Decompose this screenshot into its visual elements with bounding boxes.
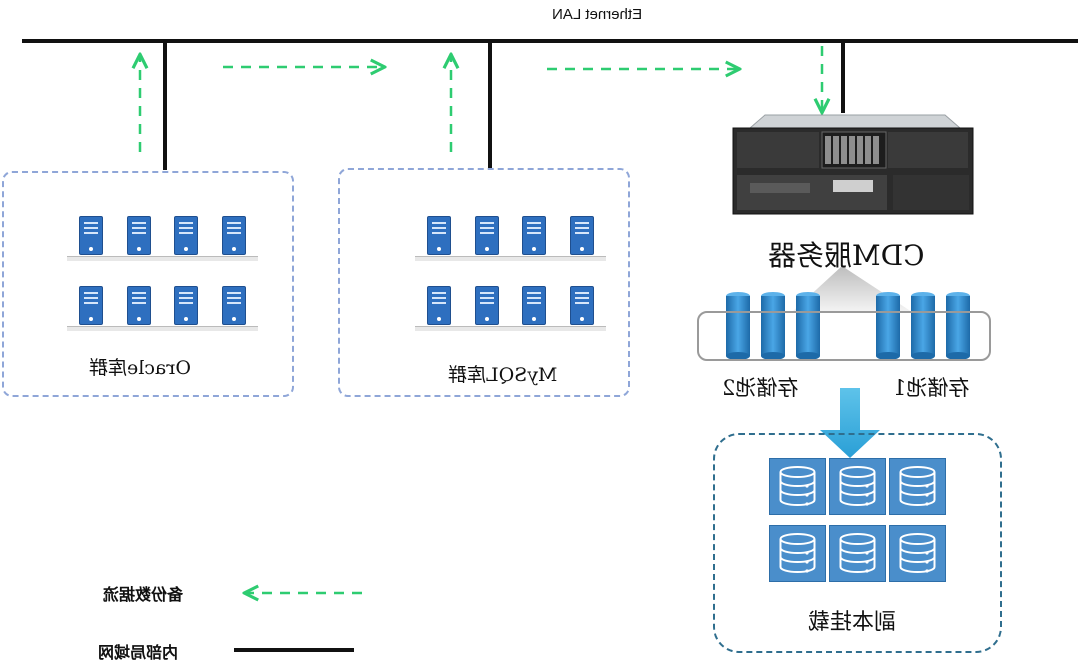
database-icon xyxy=(829,458,886,515)
database-icon xyxy=(889,458,946,515)
server-tower-icon xyxy=(162,216,212,262)
mysql-cluster-label: MySQL库群 xyxy=(448,364,558,386)
server-tower-icon xyxy=(510,286,560,332)
server-tower-icon xyxy=(115,286,165,332)
server-tower-icon xyxy=(558,286,608,332)
cdm-server-icon xyxy=(732,114,974,215)
cdm-server-label: CDM服务器 xyxy=(768,239,925,272)
replica-down-arrow xyxy=(820,388,880,458)
database-icon xyxy=(889,525,946,582)
pool2-label: 存储池2 xyxy=(722,376,799,400)
server-tower-icon xyxy=(210,216,260,262)
database-icon xyxy=(829,525,886,582)
database-icon xyxy=(769,525,826,582)
server-tower-icon xyxy=(558,216,608,262)
server-tower-icon xyxy=(162,286,212,332)
storage-cylinders xyxy=(726,292,970,360)
database-icon xyxy=(769,458,826,515)
legend-lan-label: 内部局域网 xyxy=(98,643,179,662)
lan-title: Ethernet LAN xyxy=(552,6,643,23)
server-tower-icon xyxy=(67,216,117,262)
server-tower-icon xyxy=(415,286,465,332)
replica-label: 副本挂载 xyxy=(808,610,897,635)
oracle-cluster xyxy=(2,171,294,397)
mysql-cluster xyxy=(338,168,630,397)
server-tower-icon xyxy=(510,216,560,262)
replica-container xyxy=(713,433,1002,653)
server-tower-icon xyxy=(463,286,513,332)
oracle-cluster-label: Oracle库群 xyxy=(89,357,191,379)
server-tower-icon xyxy=(67,286,117,332)
server-tower-icon xyxy=(210,286,260,332)
server-tower-icon xyxy=(115,216,165,262)
server-tower-icon xyxy=(463,216,513,262)
storage-pool-frame xyxy=(697,311,991,361)
server-tower-icon xyxy=(415,216,465,262)
pool1-label: 存储池1 xyxy=(893,376,970,400)
legend-backup-label: 备份数据流 xyxy=(103,585,184,604)
